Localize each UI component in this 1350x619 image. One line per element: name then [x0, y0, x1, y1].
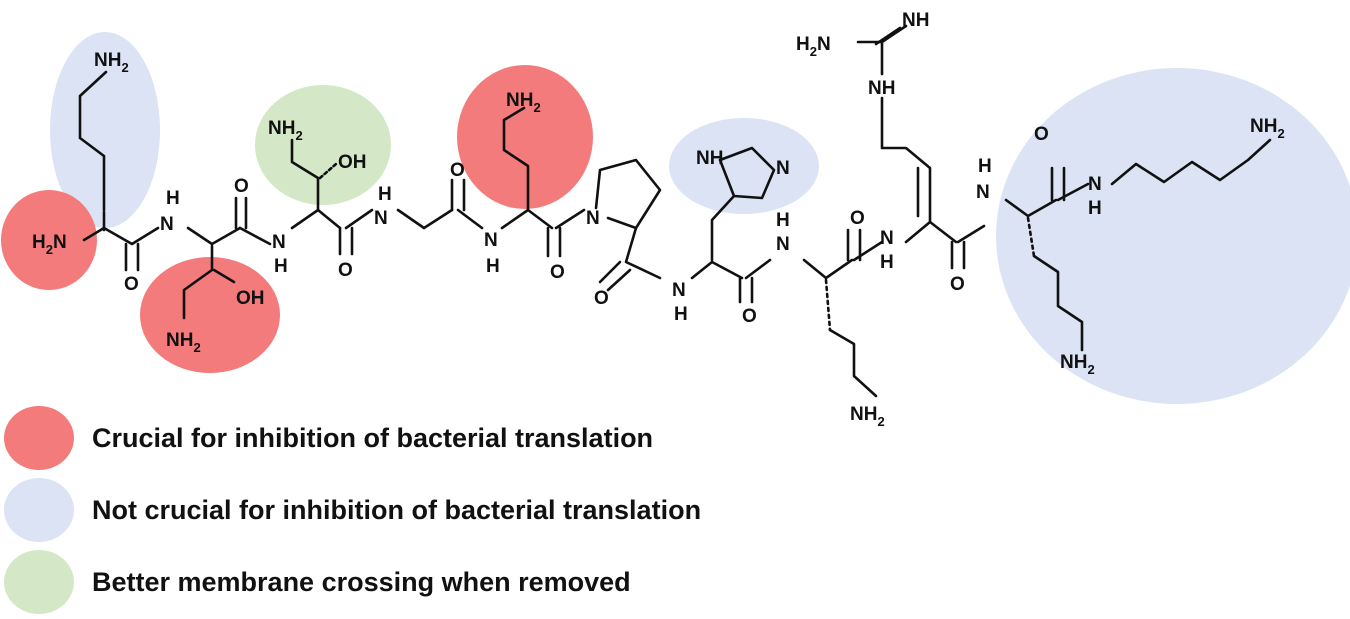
highlight-aminoethyl-sidechain: [457, 65, 593, 209]
highlight-regions: [1, 32, 1350, 404]
atom-n7: N: [776, 234, 790, 255]
atom-text: NH: [850, 404, 877, 425]
atom-nh2-5: NH2: [850, 404, 885, 429]
atom-o6: O: [594, 288, 609, 309]
atom-n-proline: N: [586, 208, 600, 229]
legend-swatch-blue: [4, 478, 74, 542]
legend-item-not-crucial: Not crucial for inhibition of bacterial …: [4, 478, 701, 542]
atom-text: NH: [1060, 352, 1087, 373]
atom-text: H: [32, 232, 46, 253]
atom-text: N: [53, 232, 67, 253]
atom-oh1: OH: [236, 288, 265, 309]
atom-nh2-2: NH2: [166, 330, 201, 355]
legend-label-not-crucial: Not crucial for inhibition of bacterial …: [92, 494, 702, 525]
atom-n4: N: [484, 230, 498, 251]
atom-n6: N: [672, 280, 686, 301]
highlight-n-terminal-amine: [1, 190, 97, 290]
atom-o1: O: [124, 274, 139, 295]
atom-guanidine-imine: NH: [902, 10, 929, 31]
atom-guanidine-nh: NH: [868, 78, 895, 99]
atom-subscript: 2: [295, 128, 302, 143]
atom-subscript: 2: [1277, 126, 1284, 141]
legend-swatch-red: [4, 406, 74, 470]
atom-o8: O: [850, 208, 865, 229]
atom-text: NH: [268, 118, 295, 139]
atom-nh2-4: NH2: [506, 90, 541, 115]
atom-n-terminal-h2n: H2N: [32, 232, 67, 257]
legend-item-crucial: Crucial for inhibition of bacterial tran…: [4, 406, 653, 470]
atom-text: NH: [1250, 116, 1277, 137]
atom-subscript: 2: [121, 60, 128, 75]
atom-n3: N: [374, 208, 388, 229]
highlight-first-hydroxyl-diamine: [140, 257, 280, 373]
atom-text: NH: [166, 330, 193, 351]
atom-text: NH: [94, 50, 121, 71]
atom-subscript: 2: [810, 44, 817, 59]
atom-o9: O: [950, 274, 965, 295]
atom-text: N: [817, 34, 831, 55]
atom-o3: O: [338, 260, 353, 281]
atom-lys-nh2: NH2: [94, 50, 129, 75]
atom-h4: H: [486, 256, 500, 277]
atom-n9: N: [976, 182, 990, 203]
atom-n8: N: [880, 228, 894, 249]
atom-text: H: [796, 34, 810, 55]
atom-h9: H: [978, 156, 992, 177]
atom-n2: N: [272, 232, 286, 253]
atom-subscript: 2: [1087, 362, 1094, 377]
atom-n1: N: [160, 214, 174, 235]
atom-h1: H: [166, 188, 180, 209]
atom-o7: O: [742, 306, 757, 327]
atom-text: NH: [506, 90, 533, 111]
atom-o2: O: [234, 176, 249, 197]
atom-nh2-terminal: NH2: [1250, 116, 1285, 141]
bond-skeleton: [78, 24, 1272, 398]
atom-o4: O: [450, 160, 465, 181]
atom-oh2: OH: [338, 152, 367, 173]
atom-imidazole-hn: NH: [696, 148, 723, 169]
legend-label-crucial: Crucial for inhibition of bacterial tran…: [92, 422, 654, 453]
highlight-c-terminal-lysine-amide: [996, 68, 1350, 404]
atom-subscript: 2: [877, 414, 884, 429]
atom-imidazole-n: N: [776, 158, 790, 179]
highlight-imidazole: [669, 118, 819, 214]
atom-h10: H: [1088, 198, 1102, 219]
atom-n10: N: [1088, 174, 1102, 195]
atom-subscript: 2: [533, 100, 540, 115]
atom-o10: O: [1034, 124, 1049, 145]
atom-nh2-3: NH2: [268, 118, 303, 143]
atom-subscript: 2: [193, 340, 200, 355]
atom-nh2-lys3: NH2: [1060, 352, 1095, 377]
highlight-lysine-sidechain: [50, 32, 160, 228]
legend-label-membrane: Better membrane crossing when removed: [92, 566, 631, 597]
atom-h3: H: [378, 184, 392, 205]
atom-h6: H: [674, 304, 688, 325]
atom-h8: H: [880, 252, 894, 273]
legend-swatch-green: [4, 550, 74, 614]
highlight-second-hydroxyl-diamine: [255, 85, 391, 205]
atom-guanidine-h2n: H2N: [796, 34, 831, 59]
atom-o5: O: [550, 262, 565, 283]
atom-subscript: 2: [46, 242, 53, 257]
atom-h7: H: [776, 210, 790, 231]
legend-item-membrane: Better membrane crossing when removed: [4, 550, 631, 614]
atom-h2: H: [274, 256, 288, 277]
atom-labels: NH2 H2N O H N O OH NH2 N H NH2 OH O H N …: [32, 10, 1285, 429]
